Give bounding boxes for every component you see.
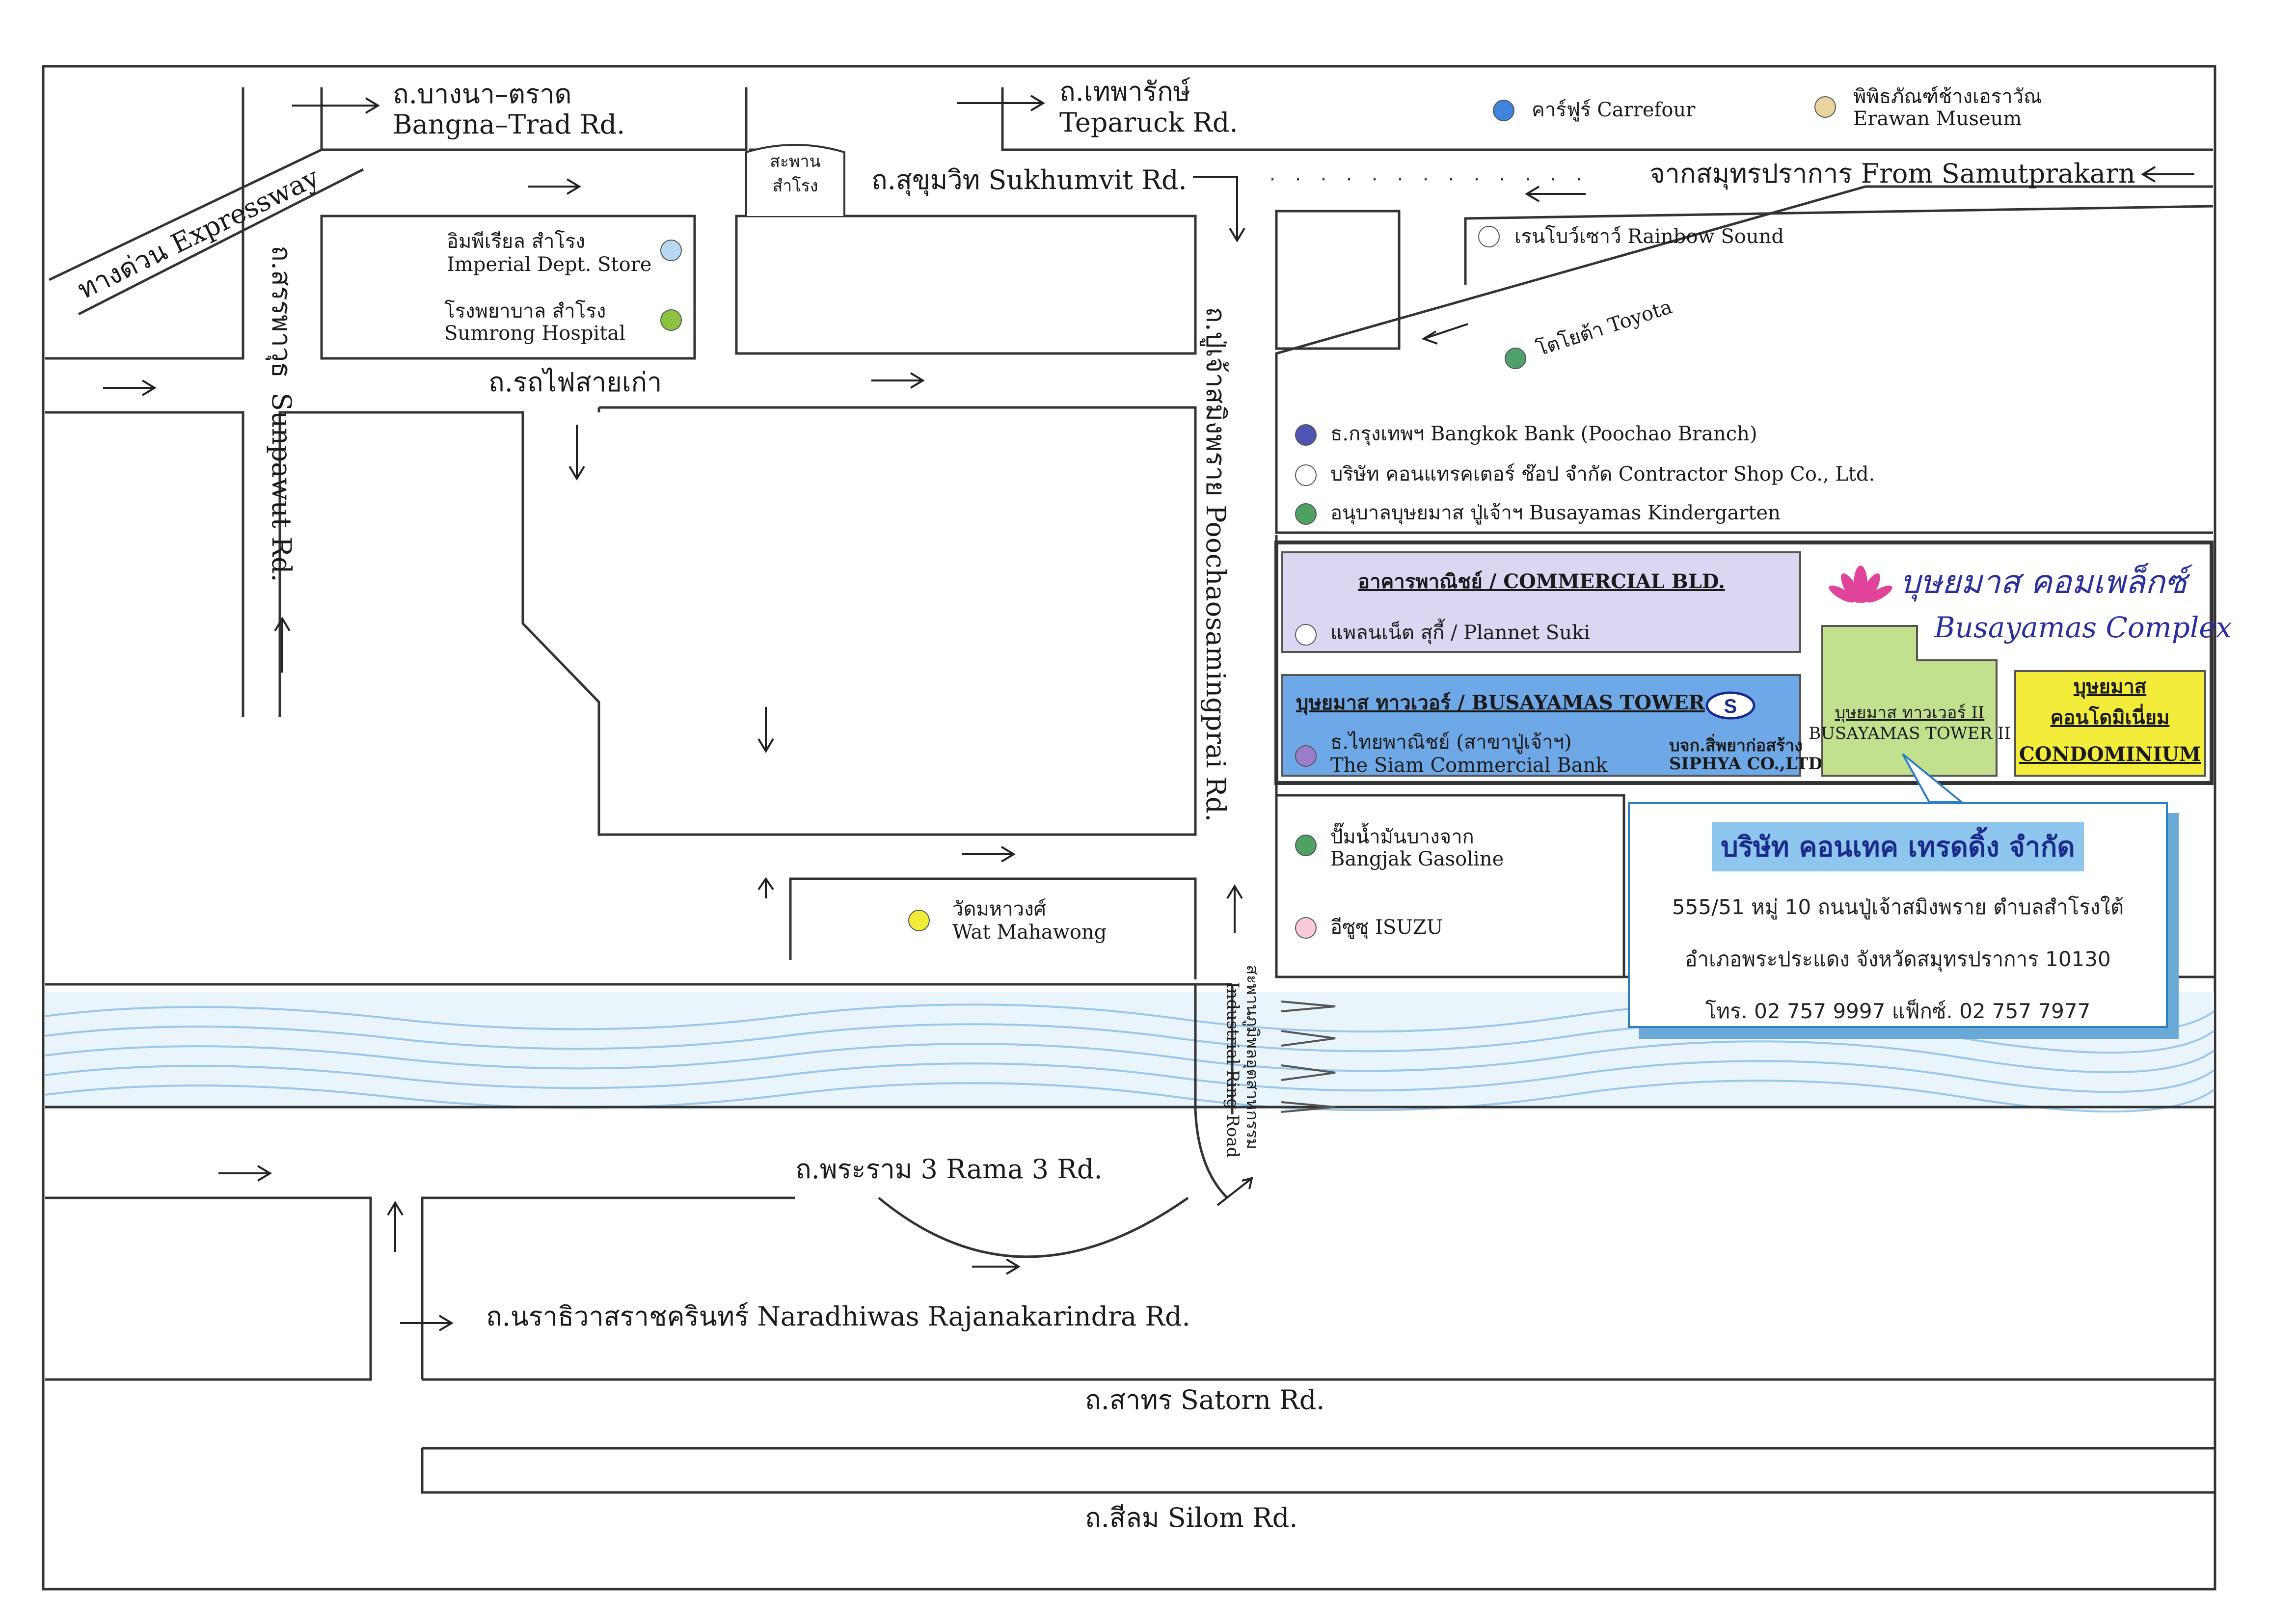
wat-label-en: Wat Mahawong xyxy=(952,921,1107,944)
erawan-label-en: Erawan Museum xyxy=(1853,108,2022,130)
tower-title: บุษยมาส ทาวเวอร์ / BUSAYAMAS TOWER xyxy=(1296,691,1705,715)
toyota-dot xyxy=(1505,348,1526,369)
wat-label-th: วัดมหาวงศ์ xyxy=(952,898,1046,920)
gasoline-label-en: Bangjak Gasoline xyxy=(1330,848,1504,870)
map-frame xyxy=(42,65,2216,1591)
sukhumvit-road: ถ.สุขุมวิท Sukhumvit Rd. xyxy=(871,164,1187,196)
siphya-label-th: บจก.สิ่พยาก่อสร้าง xyxy=(1669,733,1803,756)
company-name: บริษัท คอนเทค เทรดดิ้ง จำกัด xyxy=(1712,822,2084,871)
sunpawut-road-en: Sunpawut Rd. xyxy=(266,393,297,582)
complex-logo-th: บุษยมาส คอมเพล็กซ์ xyxy=(1900,563,2193,602)
rainbow-label: เรนโบว์เซาว์ Rainbow Sound xyxy=(1514,225,1784,248)
siphya-logo-icon: S xyxy=(1705,691,1756,720)
sunpawut-road-th: ถ.สรรพาวุธ xyxy=(265,245,297,378)
imperial-label-en: Imperial Dept. Store xyxy=(447,253,651,276)
landmark-carrefour: คาร์ฟูร์ Carrefour xyxy=(1493,99,1696,121)
busayamas-tower xyxy=(1281,674,1801,777)
bangna-road-th: ถ.บางนา–ตราด xyxy=(393,79,572,109)
landmark-contractor: บริษัท คอนแทรคเตอร์ ช๊อป จำกัด Contracto… xyxy=(1295,463,1875,486)
landmark-bangkokbank: ธ.กรุงเทพฯ Bangkok Bank (Poochao Branch) xyxy=(1295,423,1757,446)
bridge-label-1: สะพาน xyxy=(770,152,821,171)
contractor-label: บริษัท คอนแทรคเตอร์ ช๊อป จำกัด Contracto… xyxy=(1330,463,1875,486)
landmark-gasoline: ปั๊มน้ำมันบางจาก Bangjak Gasoline xyxy=(1295,822,1504,870)
busayamas-complex: อาคารพาณิชย์ / COMMERCIAL BLD. แพลนเน็ต … xyxy=(1274,541,2232,803)
ring-bridge-pylons xyxy=(1281,1001,1336,1113)
wat-dot xyxy=(908,910,930,931)
road-blocks xyxy=(45,87,2214,1494)
teparuck-road-th: ถ.เทพารักษ์ xyxy=(1059,76,1190,107)
landmark-erawan: พิพิธภัณฑ์ช้างเอราวัณ Erawan Museum xyxy=(1814,85,2042,130)
landmark-rainbow: เรนโบว์เซาว์ Rainbow Sound xyxy=(1478,225,1784,248)
expressway: ทางด่วน Expressway xyxy=(48,148,364,316)
bridge-label-2: สำโรง xyxy=(773,176,818,196)
satorn-road: ถ.สาทร Satorn Rd. xyxy=(1085,1384,1324,1415)
busayamas-tower-2 xyxy=(1821,625,1998,777)
carrefour-label: คาร์ฟูร์ Carrefour xyxy=(1532,99,1696,121)
imperial-label-th: อิมพีเรียล สำโรง xyxy=(447,230,585,253)
gasoline-dot xyxy=(1295,835,1317,856)
gasoline-label-th: ปั๊มน้ำมันบางจาก xyxy=(1330,822,1474,848)
hospital-label-th: โรงพยาบาล สำโรง xyxy=(444,300,606,323)
siphya-label-en: SIPHYA CO.,LTD. xyxy=(1669,754,1828,774)
landmark-kindergarten: อนุบาลบุษยมาส ปู่เจ้าฯ Busayamas Kinderg… xyxy=(1295,502,1781,525)
landmark-toyota: โตโยต้า Toyota xyxy=(1505,296,1675,369)
address-line-2: อำเภอพระประแดง จังหวัดสมุทรปราการ 10130 xyxy=(1685,947,2111,971)
condo-label-3: CONDOMINIUM xyxy=(2019,743,2201,766)
naradhiwas-road: ถ.นราธิวาสราชครินทร์ Naradhiwas Rajanaka… xyxy=(486,1301,1190,1332)
condominium xyxy=(2014,670,2206,777)
landmark-isuzu: อีซูซุ ISUZU xyxy=(1295,916,1443,939)
scb-label-en: The Siam Commercial Bank xyxy=(1330,754,1608,777)
scb-dot xyxy=(1295,745,1317,767)
bangna-road-en: Bangna–Trad Rd. xyxy=(393,109,625,140)
condo-label-1: บุษยมาส xyxy=(2074,675,2147,699)
scb-label-th: ธ.ไทยพาณิชย์ (สาขาปู่เจ้าฯ) xyxy=(1330,731,1572,754)
commercial-title: อาคารพาณิชย์ / COMMERCIAL BLD. xyxy=(1358,570,1725,593)
poochao-road: ถ.ปู่เจ้าสมิงพราย Poochaosamingprai Rd. xyxy=(1200,307,1231,822)
rainbow-dot xyxy=(1478,226,1500,247)
landmark-wat: วัดมหาวงศ์ Wat Mahawong xyxy=(908,898,1107,944)
kindergarten-label: อนุบาลบุษยมาส ปู่เจ้าฯ Busayamas Kinderg… xyxy=(1330,502,1781,525)
landmark-hospital: โรงพยาบาล สำโรง Sumrong Hospital xyxy=(444,300,682,345)
carrefour-dot xyxy=(1493,100,1514,121)
bangkokbank-label: ธ.กรุงเทพฯ Bangkok Bank (Poochao Branch) xyxy=(1330,423,1757,446)
complex-logo-en: Busayamas Complex xyxy=(1934,611,2232,644)
contractor-dot xyxy=(1295,464,1317,486)
tower2-label-th: บุษยมาส ทาวเวอร์ II xyxy=(1835,703,1985,723)
erawan-label-th: พิพิธภัณฑ์ช้างเอราวัณ xyxy=(1853,85,2042,108)
isuzu-label: อีซูซุ ISUZU xyxy=(1330,916,1443,939)
company-info-box: บริษัท คอนเทค เทรดดิ้ง จำกัด 555/51 หมู่… xyxy=(1628,802,2168,1028)
ring-road-th: สะพานภูมิพลอุตสาหกรรม xyxy=(1243,965,1262,1149)
hospital-label-en: Sumrong Hospital xyxy=(444,322,625,345)
landmark-imperial: อิมพีเรียล สำโรง Imperial Dept. Store xyxy=(447,230,682,276)
address-line-1: 555/51 หมู่ 10 ถนนปู่เจ้าสมิงพราย ตำบลสำ… xyxy=(1672,895,2124,919)
lotus-icon xyxy=(1829,566,1892,603)
imperial-dot xyxy=(660,240,682,261)
bangkokbank-dot xyxy=(1295,424,1317,446)
isuzu-dot xyxy=(1295,917,1317,939)
condo-label-2: คอนโดมิเนี่ยม xyxy=(2051,704,2170,729)
plannet-label: แพลนเน็ต สุกี้ / Plannet Suki xyxy=(1330,618,1590,645)
commercial-building xyxy=(1281,551,1801,653)
plannet-dot xyxy=(1295,624,1317,646)
svg-text:S: S xyxy=(1724,696,1737,717)
erawan-dot xyxy=(1814,96,1836,118)
hospital-dot xyxy=(660,309,682,331)
samutprakarn-road: จากสมุทรปราการ From Samutprakarn xyxy=(1649,158,2135,190)
tower2-label-en: BUSAYAMAS TOWER II xyxy=(1809,724,2011,743)
toyota-label: โตโยต้า Toyota xyxy=(1534,296,1675,361)
teparuck-road-en: Teparuck Rd. xyxy=(1059,107,1238,138)
kindergarten-dot xyxy=(1295,503,1317,525)
phone-line: โทร. 02 757 9997 แฟ็กซ์. 02 757 7977 xyxy=(1705,999,2091,1023)
silom-road: ถ.สีลม Silom Rd. xyxy=(1085,1502,1297,1533)
ring-road-en: Industrial Ring Road xyxy=(1223,982,1243,1158)
samrong-bridge: สะพาน สำโรง xyxy=(745,144,845,216)
rotfai-road: ถ.รถไฟสายเก่า xyxy=(488,367,662,398)
rama3-road: ถ.พระราม 3 Rama 3 Rd. xyxy=(795,1154,1103,1185)
